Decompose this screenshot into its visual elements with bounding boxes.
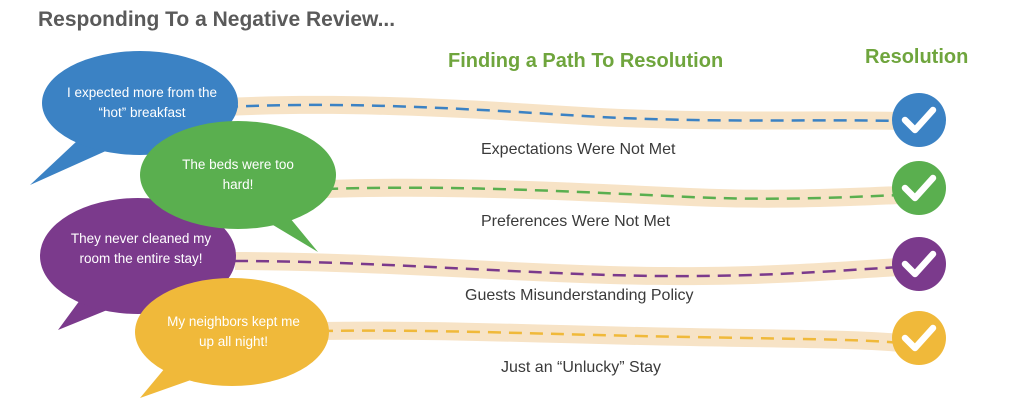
complaint-text-purple: They never cleaned my room the entire st…	[70, 231, 212, 266]
bubble-yellow	[135, 278, 329, 398]
resolution-checks	[892, 93, 946, 365]
check-icon	[892, 237, 946, 291]
complaint-text-green: The beds were too hard!	[182, 157, 294, 192]
bubble-green	[140, 121, 336, 252]
dashed-path-blue	[224, 103, 901, 123]
check-icon	[892, 93, 946, 147]
ribbon-yellow	[320, 321, 900, 352]
category-label-policy: Guests Misunderstanding Policy	[465, 287, 694, 304]
speech-bubbles	[30, 51, 336, 398]
ribbon-purple	[235, 252, 900, 286]
resolution-heading: Resolution	[865, 46, 969, 68]
dashed-path-purple	[234, 259, 901, 278]
check-icon	[892, 311, 946, 365]
check-icon	[892, 161, 946, 215]
category-label-expectations: Expectations Were Not Met	[481, 141, 676, 158]
ribbon-blue	[225, 95, 900, 130]
category-label-unlucky: Just an “Unlucky” Stay	[501, 359, 662, 376]
dashed-path-yellow	[319, 329, 901, 345]
page-title: Responding To a Negative Review...	[38, 8, 396, 31]
path-heading: Finding a Path To Resolution	[448, 50, 724, 72]
ribbon-green	[325, 178, 900, 208]
complaint-text-yellow: My neighbors kept me up all night!	[167, 314, 300, 349]
dashed-path-green	[324, 186, 901, 200]
category-label-preferences: Preferences Were Not Met	[481, 213, 671, 230]
complaint-text-blue: I expected more from the “hot” breakfast	[66, 85, 218, 120]
dashed-paths	[224, 103, 901, 345]
